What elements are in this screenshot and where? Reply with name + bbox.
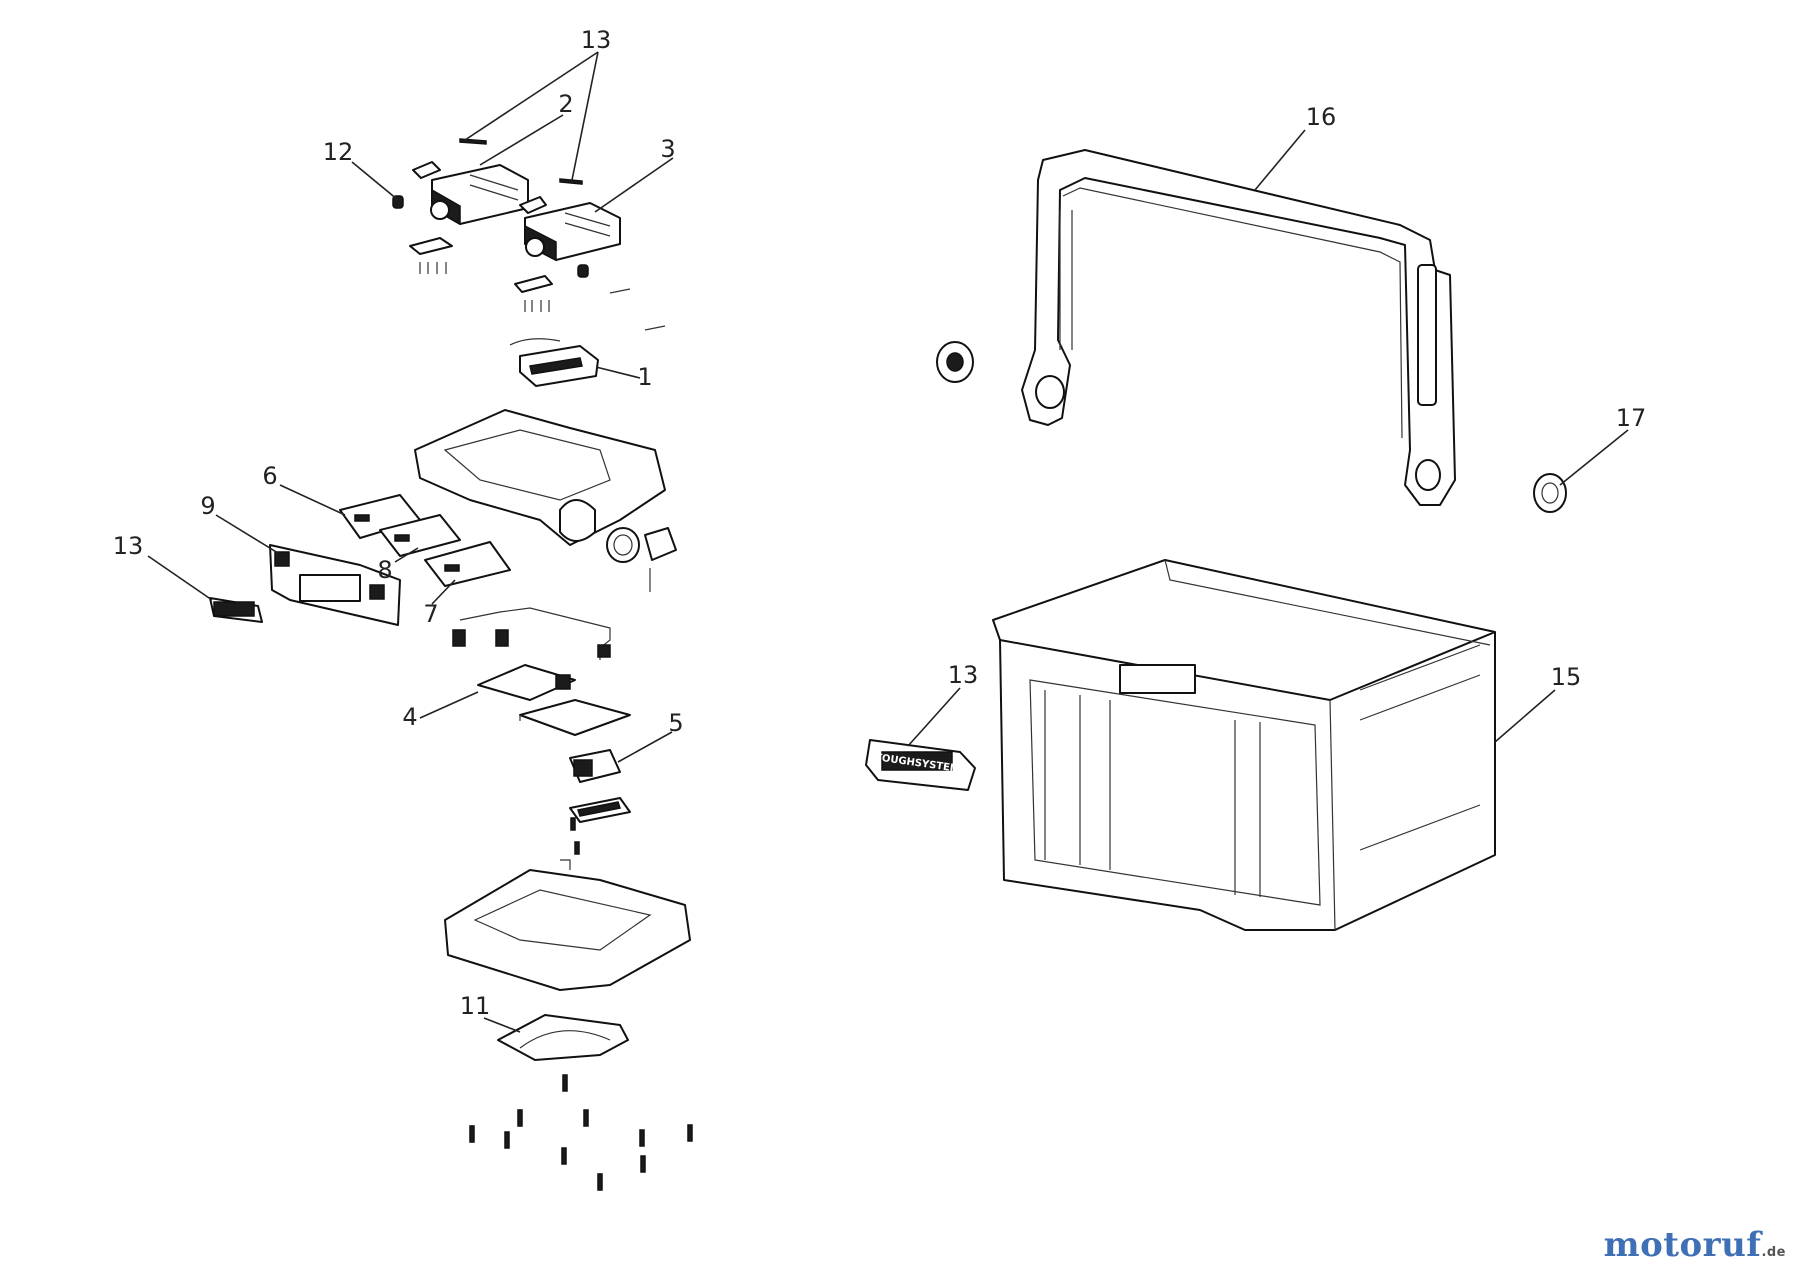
handle-embossing: TOUGHSYSTEM — [1424, 288, 1437, 382]
screws-top — [419, 262, 666, 331]
callout-11: 11 — [460, 992, 491, 1020]
handle-pivot-left — [936, 341, 974, 383]
pcb-plate — [519, 699, 631, 736]
pcb-4 — [477, 664, 576, 701]
callout-1: 1 — [637, 363, 652, 391]
callout-12: 12 — [323, 138, 354, 166]
watermark-suffix: .de — [1761, 1245, 1786, 1260]
callout-7: 7 — [423, 600, 438, 628]
front-panel-9 — [269, 544, 401, 626]
watermark-text: motoruf — [1603, 1225, 1762, 1265]
callout-5: 5 — [668, 709, 683, 737]
callout-16: 16 — [1306, 103, 1337, 131]
callout-8: 8 — [377, 556, 392, 584]
callout-17: 17 — [1616, 404, 1647, 432]
leader-lines — [147, 51, 1629, 1033]
sealing-ring — [606, 527, 640, 563]
callout-14: 13 — [581, 26, 612, 54]
callout-15: 15 — [1551, 663, 1582, 691]
socket-cap — [644, 527, 677, 592]
callout-labels: 13 2 3 12 1 6 9 13 8 7 4 5 11 16 17 13 1… — [113, 26, 1647, 1020]
lens-strip-14b — [559, 178, 583, 185]
top-housing — [414, 409, 666, 546]
carry-handle-16 — [1021, 149, 1456, 506]
handle-pivot-17 — [1533, 473, 1567, 513]
usb-module-3 — [524, 202, 621, 262]
switch-5 — [569, 749, 621, 783]
callout-2: 2 — [558, 90, 573, 118]
callout-6: 6 — [262, 462, 277, 490]
callout-4: 4 — [402, 703, 417, 731]
bottom-cover-11 — [497, 1014, 629, 1061]
label-7 — [424, 541, 511, 587]
lens-strip-14a — [459, 138, 487, 145]
screws-bottom — [469, 817, 693, 1191]
cover-13-left — [209, 597, 263, 623]
bottom-housing — [444, 859, 691, 991]
storage-box-15 — [992, 559, 1496, 931]
connector-1 — [509, 338, 599, 387]
callout-3: 3 — [660, 135, 675, 163]
watermark: motoruf.de — [1604, 1225, 1786, 1265]
wiring-bracket — [452, 607, 611, 660]
label-8 — [379, 514, 461, 557]
cover-13-right — [865, 739, 976, 791]
callout-13-left: 13 — [113, 532, 144, 560]
small-clips-top — [392, 161, 589, 293]
switch-plate — [569, 797, 631, 823]
usb-module-2 — [430, 164, 529, 226]
callout-9: 9 — [200, 492, 215, 520]
callout-13-right: 13 — [948, 661, 979, 689]
